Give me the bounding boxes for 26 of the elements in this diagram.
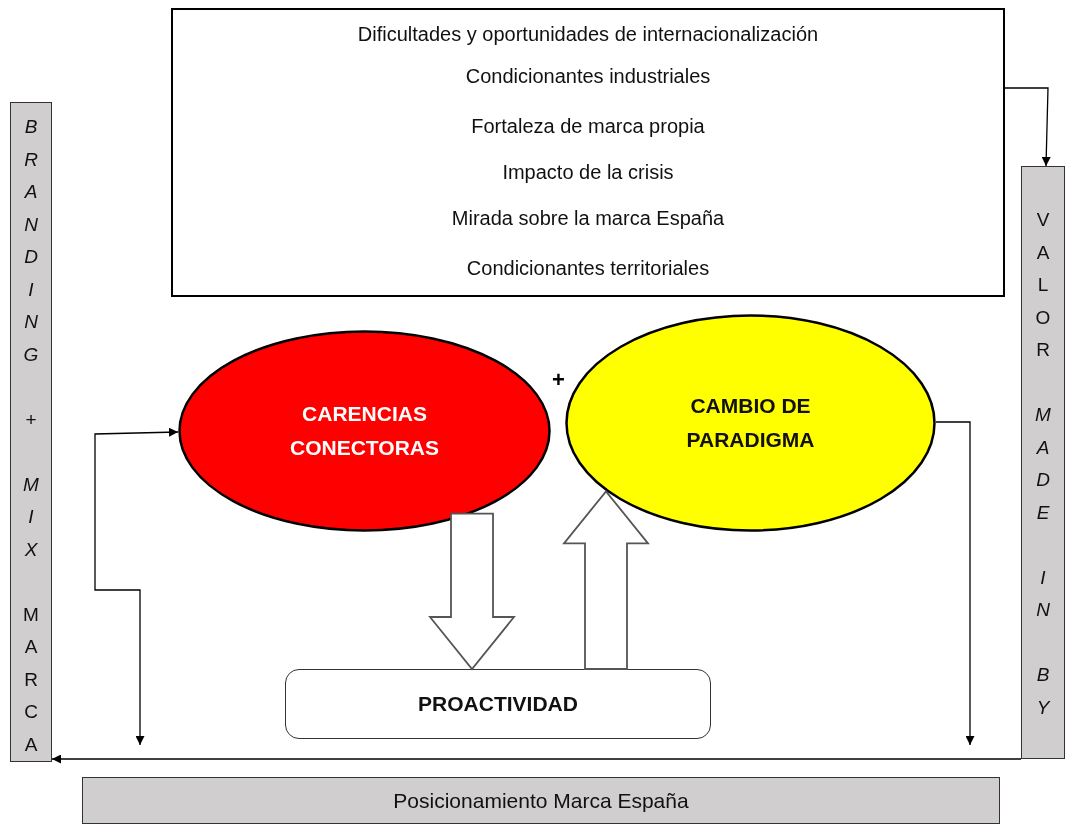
concept-ellipse (178, 330, 551, 532)
factors-box (171, 8, 1005, 297)
vertical-label: VALOR MADE IN BY (1034, 208, 1052, 720)
factor-text: Condicionantes industriales (465, 64, 711, 88)
side-bar (10, 102, 52, 762)
factor-text: Fortaleza de marca propia (471, 114, 705, 138)
arrow (51, 754, 1022, 764)
box-label: PROACTIVIDAD (418, 692, 578, 716)
vertical-label: BRANDING + MIX MARCA (22, 115, 40, 757)
factor-text: Condicionantes territoriales (466, 256, 710, 280)
factor-text: Mirada sobre la marca España (451, 206, 725, 230)
side-bar (1021, 166, 1065, 759)
bottom-bar (82, 777, 1000, 824)
arrow (1004, 87, 1051, 167)
concept-ellipse (565, 314, 936, 532)
ellipse-label: CARENCIAS CONECTORAS (289, 401, 440, 461)
plus-sign: + (552, 367, 565, 393)
factor-text: Impacto de la crisis (502, 160, 674, 184)
arrow (935, 421, 975, 746)
factor-text: Dificultades y oportunidades de internacionalización (357, 22, 819, 46)
block-arrow (562, 489, 650, 670)
bar-label: Posicionamiento Marca España (393, 788, 689, 813)
ellipse-label: CAMBIO DE PARADIGMA (685, 393, 816, 453)
arrow (94, 427, 179, 746)
block-arrow (428, 512, 516, 671)
rounded-box (285, 669, 711, 739)
